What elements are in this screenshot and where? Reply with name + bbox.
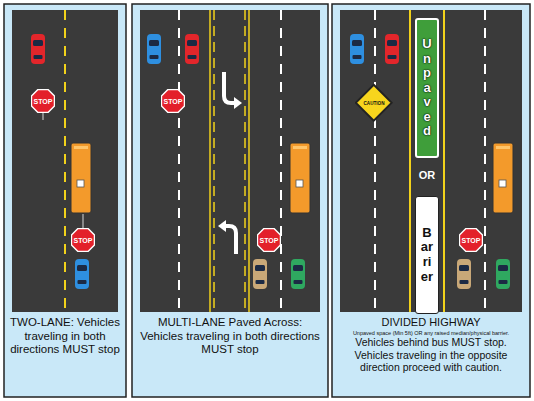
red-car (31, 34, 45, 64)
road-drawing-part (82, 214, 84, 229)
sign-text-wrap: STOP (257, 228, 281, 252)
red-car (185, 34, 199, 64)
road-panel: MULTI-LANE Paved Across: Vehicles travel… (132, 4, 328, 397)
sign-text-wrap: CAUTION (355, 84, 393, 122)
road-drawing-part (443, 10, 445, 312)
median-text: Unpaved (421, 37, 434, 139)
stop-sign: STOP (71, 228, 95, 252)
stop-sign: STOP (31, 89, 55, 113)
road-drawing-part (225, 226, 236, 254)
sign-text-wrap: STOP (161, 89, 185, 113)
sign-outline (162, 90, 185, 113)
road-drawing-part (4, 4, 126, 397)
road-drawing-part (280, 10, 282, 312)
school-bus (493, 143, 513, 213)
red-car (385, 34, 399, 64)
road-drawing-part (224, 72, 235, 103)
road-drawing-part (332, 4, 530, 397)
stop-sign: STOP (161, 89, 185, 113)
sign-text: STOP (260, 237, 279, 244)
stop-sign: STOP (459, 228, 483, 252)
road-drawing-part (209, 10, 211, 312)
blue-car (75, 259, 89, 289)
caption: TWO-LANE: Vehicles traveling in both dir… (8, 316, 122, 357)
sign-text: STOP (164, 98, 183, 105)
caption: MULTI-LANE Paved Across: Vehicles travel… (136, 316, 324, 357)
road-panel: TWO-LANE: Vehicles traveling in both dir… (4, 4, 126, 397)
road-drawing-part (213, 10, 215, 312)
stop-sign: STOP (257, 228, 281, 252)
median-box: Barrier (415, 196, 439, 314)
road-drawing-part (64, 10, 66, 312)
road-drawing-part (42, 112, 44, 120)
sign-outline (72, 229, 95, 252)
median-text: Barrier (421, 226, 434, 284)
road-drawing-part (409, 10, 411, 312)
sign-text: STOP (462, 237, 481, 244)
caution-sign: CAUTION (355, 84, 393, 122)
road-drawing-part (340, 10, 522, 312)
road-drawing-part (374, 10, 376, 312)
blue-car (350, 34, 364, 64)
blue-car (147, 34, 161, 64)
road-drawing-part (140, 10, 320, 312)
caption-text: TWO-LANE: Vehicles traveling in both dir… (8, 316, 122, 357)
sign-outline (460, 229, 483, 252)
tan-car (457, 259, 471, 289)
sign-outline (32, 90, 55, 113)
sign-outline (356, 85, 392, 121)
median-or-label: OR (411, 169, 443, 181)
sign-text-wrap: STOP (459, 228, 483, 252)
multi-lane-panel (132, 4, 328, 397)
school-bus (71, 143, 91, 213)
road-drawing-part (178, 10, 180, 312)
road-drawing-part (244, 10, 246, 312)
road-drawing-part (248, 10, 250, 312)
caption-note: Unpaved space (Min 5ft) OR any raised me… (336, 330, 526, 336)
caption-text: MULTI-LANE Paved Across: Vehicles travel… (136, 316, 324, 357)
green-car (496, 259, 510, 289)
sign-text-wrap: STOP (71, 228, 95, 252)
green-car (291, 259, 305, 289)
road-panel: DIVIDED HIGHWAYUnpaved space (Min 5ft) O… (332, 4, 530, 397)
median-box: Unpaved (415, 18, 439, 158)
sign-text: CAUTION (364, 101, 385, 106)
caption-text: DIVIDED HIGHWAY (336, 316, 526, 329)
caption-note: Vehicles behind bus MUST stop. Vehicles … (336, 336, 526, 373)
two-lane-panel (4, 4, 126, 397)
road-drawing-part (132, 4, 328, 397)
sign-text: STOP (74, 237, 93, 244)
sign-text-wrap: STOP (31, 89, 55, 113)
sign-outline (258, 229, 281, 252)
road-drawing-part (12, 10, 118, 312)
school-bus (290, 143, 310, 213)
tan-car (253, 259, 267, 289)
caption: DIVIDED HIGHWAYUnpaved space (Min 5ft) O… (336, 316, 526, 374)
road-drawing-part (484, 10, 486, 312)
sign-text: STOP (34, 98, 53, 105)
road-drawing-part (218, 220, 226, 232)
road-drawing-part (234, 97, 242, 109)
divided-highway-panel (332, 4, 530, 397)
